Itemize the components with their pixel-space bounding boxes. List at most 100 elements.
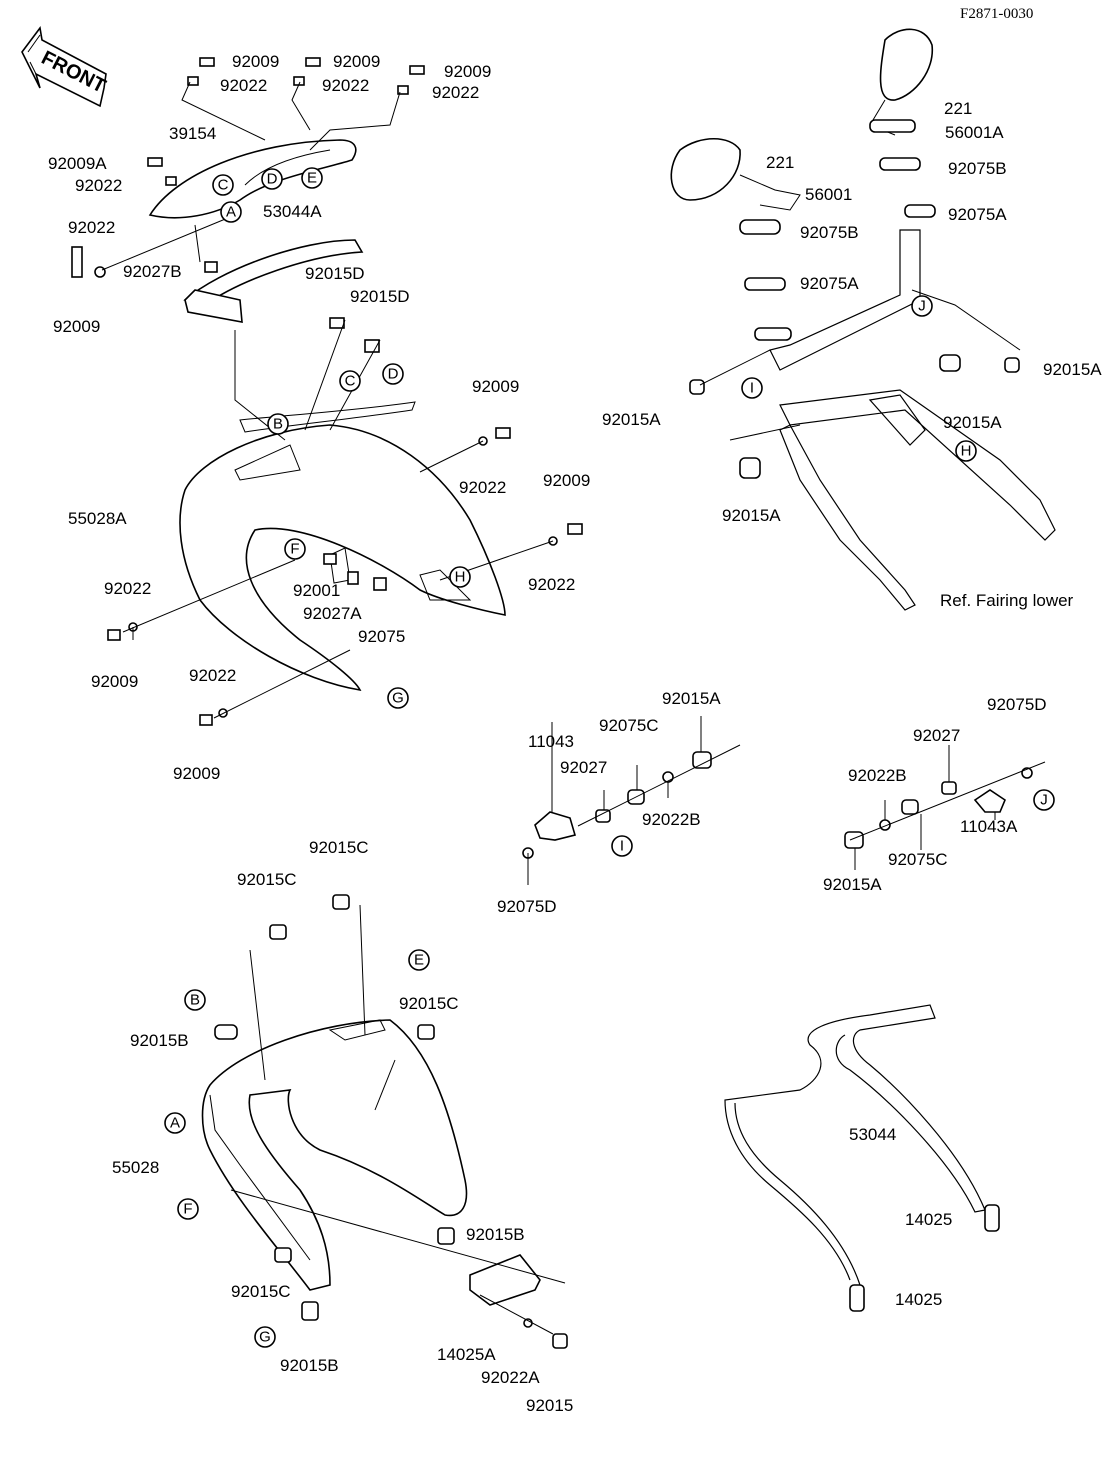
callout-92022: 92022 xyxy=(528,575,575,594)
svg-text:E: E xyxy=(414,952,424,969)
ref-letter-a: A xyxy=(220,201,242,223)
callout-92015B: 92015B xyxy=(466,1225,525,1244)
ref-letter-f: F xyxy=(284,538,306,560)
mirror-and-stay-assembly xyxy=(670,28,1056,611)
callout-92015C: 92015C xyxy=(237,870,297,889)
ref-letter-d: D xyxy=(261,168,283,190)
ref-letter-g: G xyxy=(254,1326,276,1348)
ref-letter-d: D xyxy=(382,363,404,385)
callout-92022: 92022 xyxy=(104,579,151,598)
svg-text:H: H xyxy=(455,569,466,586)
callout-92015C: 92015C xyxy=(309,838,369,857)
callout-92075B: 92075B xyxy=(800,223,859,242)
callout-92009: 92009 xyxy=(444,62,491,81)
svg-text:F: F xyxy=(290,541,299,558)
windshield-assembly xyxy=(71,57,425,323)
callout-92015A: 92015A xyxy=(602,410,661,429)
callout-92009: 92009 xyxy=(543,471,590,490)
callout-39154: 39154 xyxy=(169,124,216,143)
svg-text:C: C xyxy=(345,373,356,390)
callout-14025: 14025 xyxy=(905,1210,952,1229)
ref-letter-c: C xyxy=(339,370,361,392)
callout-92015C: 92015C xyxy=(231,1282,291,1301)
callout-92015C: 92015C xyxy=(399,994,459,1013)
callout-92075C: 92075C xyxy=(888,850,948,869)
callout-92027A: 92027A xyxy=(303,604,362,623)
callout-92075C: 92075C xyxy=(599,716,659,735)
callout-92015A: 92015A xyxy=(1043,360,1102,379)
ref-letter-g: G xyxy=(387,687,409,709)
callout-92009: 92009 xyxy=(472,377,519,396)
ref-letter-b: B xyxy=(267,413,289,435)
callout-92022B: 92022B xyxy=(642,810,701,829)
ref-letter-i: I xyxy=(741,377,763,399)
callout-92022: 92022 xyxy=(459,478,506,497)
callout-221: 221 xyxy=(944,99,972,118)
trim-53044 xyxy=(724,1004,1000,1312)
svg-text:B: B xyxy=(190,992,200,1009)
callout-92015A: 92015A xyxy=(662,689,721,708)
callout-92027B: 92027B xyxy=(123,262,182,281)
svg-text:J: J xyxy=(918,298,926,315)
grommet-assembly-i xyxy=(522,716,741,885)
callout-92009: 92009 xyxy=(232,52,279,71)
callout-92009: 92009 xyxy=(91,672,138,691)
callout-92022A: 92022A xyxy=(481,1368,540,1387)
callout-11043: 11043 xyxy=(528,732,574,751)
callout-92022: 92022 xyxy=(68,218,115,237)
ref-letter-c: C xyxy=(212,174,234,196)
ref-letter-h: H xyxy=(955,440,977,462)
callout-53044A: 53044A xyxy=(263,202,322,221)
svg-text:I: I xyxy=(620,838,624,855)
ref-letter-a: A xyxy=(164,1112,186,1134)
ref-letter-j: J xyxy=(1033,789,1055,811)
ref-fairing-lower: Ref. Fairing lower xyxy=(940,591,1074,610)
callout-92009: 92009 xyxy=(333,52,380,71)
callout-92075D: 92075D xyxy=(987,695,1047,714)
drawing-number: F2871-0030 xyxy=(960,6,1033,22)
callout-92015A: 92015A xyxy=(823,875,882,894)
callout-55028A: 55028A xyxy=(68,509,127,528)
callout-11043A: 11043A xyxy=(960,817,1018,836)
ref-letter-h: H xyxy=(449,566,471,588)
callout-92075B: 92075B xyxy=(948,159,1007,178)
callout-92075D: 92075D xyxy=(497,897,557,916)
svg-text:A: A xyxy=(170,1115,180,1132)
callout-92015A: 92015A xyxy=(943,413,1002,432)
ref-letter-e: E xyxy=(301,167,323,189)
callout-92015B: 92015B xyxy=(280,1356,339,1375)
callout-92015A: 92015A xyxy=(722,506,781,525)
callout-92022: 92022 xyxy=(75,176,122,195)
svg-text:H: H xyxy=(961,443,972,460)
callout-14025: 14025 xyxy=(895,1290,942,1309)
callout-92022: 92022 xyxy=(220,76,267,95)
svg-text:G: G xyxy=(259,1329,271,1346)
callout-92027: 92027 xyxy=(560,758,607,777)
ref-letter-j: J xyxy=(911,295,933,317)
callout-55028: 55028 xyxy=(112,1158,159,1177)
callout-92015B: 92015B xyxy=(130,1031,189,1050)
front-arrow-icon: FRONT xyxy=(21,26,109,108)
callout-92022: 92022 xyxy=(432,83,479,102)
svg-text:E: E xyxy=(307,170,317,187)
reference-letters: A C D E B C D F H G I J H I J E B A F G xyxy=(164,167,1055,1348)
callout-92015: 92015 xyxy=(526,1396,573,1415)
callout-92015D: 92015D xyxy=(305,264,365,283)
ref-letter-f: F xyxy=(177,1198,199,1220)
callout-56001: 56001 xyxy=(805,185,852,204)
svg-text:A: A xyxy=(226,204,236,221)
svg-text:J: J xyxy=(1040,792,1048,809)
svg-text:D: D xyxy=(388,366,399,383)
svg-text:D: D xyxy=(267,171,278,188)
callout-56001A: 56001A xyxy=(945,123,1004,142)
callout-92009A: 92009A xyxy=(48,154,107,173)
svg-text:G: G xyxy=(392,690,404,707)
callout-92075A: 92075A xyxy=(948,205,1007,224)
callout-92022: 92022 xyxy=(189,666,236,685)
svg-text:I: I xyxy=(750,380,754,397)
callout-92015D: 92015D xyxy=(350,287,410,306)
callout-14025A: 14025A xyxy=(437,1345,496,1364)
svg-text:B: B xyxy=(273,416,283,433)
svg-text:C: C xyxy=(218,177,229,194)
